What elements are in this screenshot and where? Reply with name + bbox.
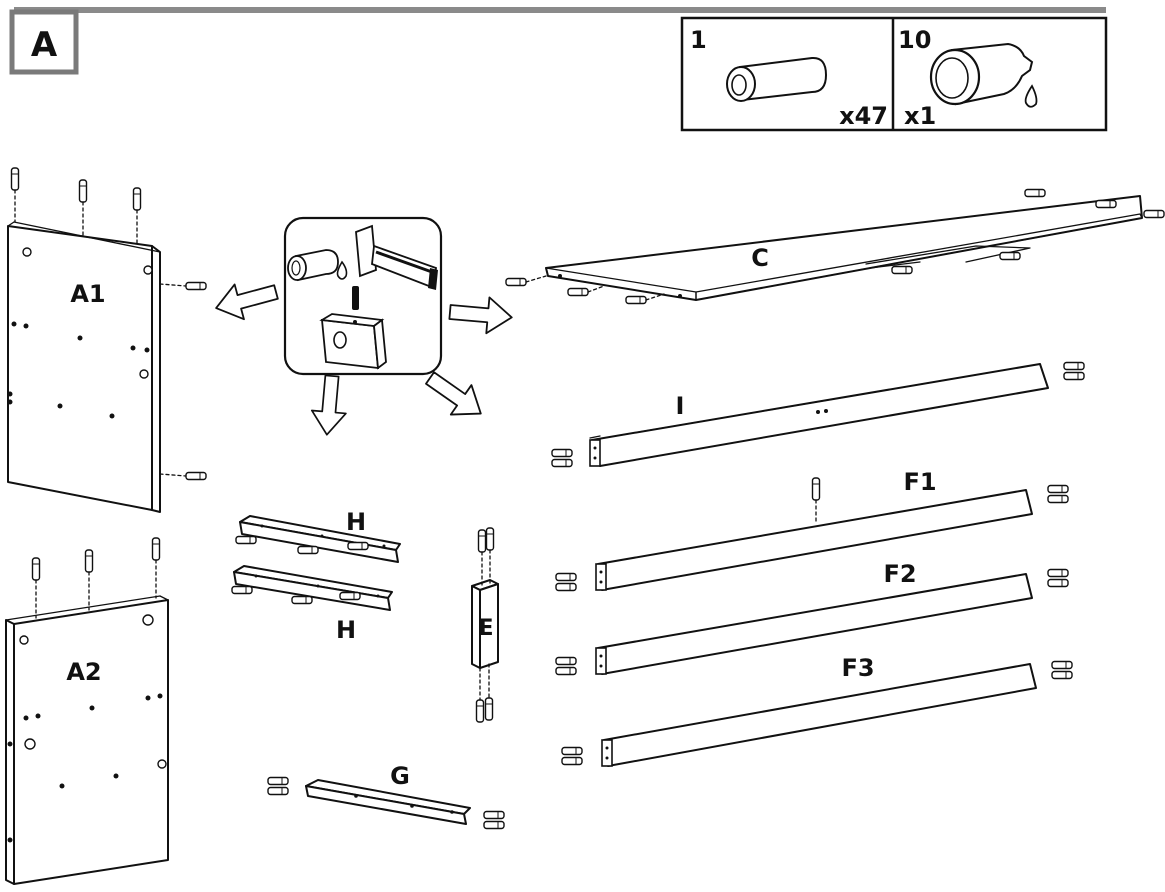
rail-f1: F1 [556,468,1068,591]
rail-g-label: G [390,762,410,790]
rail-f2-label: F2 [883,560,916,588]
dowel-hole-icon [319,313,387,370]
wooden-dowel-icon [726,56,828,102]
block-e: E [471,527,499,723]
rail-h-top-label: H [346,508,366,536]
part-1-number: 1 [690,26,707,54]
step-label: A [31,25,58,65]
panel-a2-label: A2 [66,658,101,686]
rail-h-bottom: H [231,565,393,644]
part-10-quantity: x1 [904,102,936,130]
panel-c-label: C [751,244,769,272]
rail-f2: F2 [556,560,1068,675]
parts-box: 1 x47 10 x1 [680,16,1108,132]
dowel-icon [287,249,339,282]
panel-a1-label: A1 [70,280,105,308]
hammer-icon [355,224,438,290]
rail-h-top: H [235,508,401,563]
part-10-number: 10 [898,26,931,54]
glue-drop-icon [336,260,348,280]
step-header: A [9,7,1106,75]
step-label-box [9,9,79,75]
rail-i-label: I [676,392,685,420]
rail-f3-label: F3 [841,654,874,682]
block-e-label: E [478,616,493,641]
assembly-detail-inset [283,216,443,376]
part-1-quantity: x47 [839,102,888,130]
rail-f3: F3 [562,654,1072,767]
panel-a2: A2 [5,537,169,885]
rail-f1-label: F1 [903,468,936,496]
panel-c: C [505,188,1165,305]
rail-i: I [552,363,1084,467]
panel-a1: A1 [7,167,207,513]
rail-h-bottom-label: H [336,616,356,644]
glue-bottle-icon [929,42,1038,108]
rail-g: G [268,762,504,829]
